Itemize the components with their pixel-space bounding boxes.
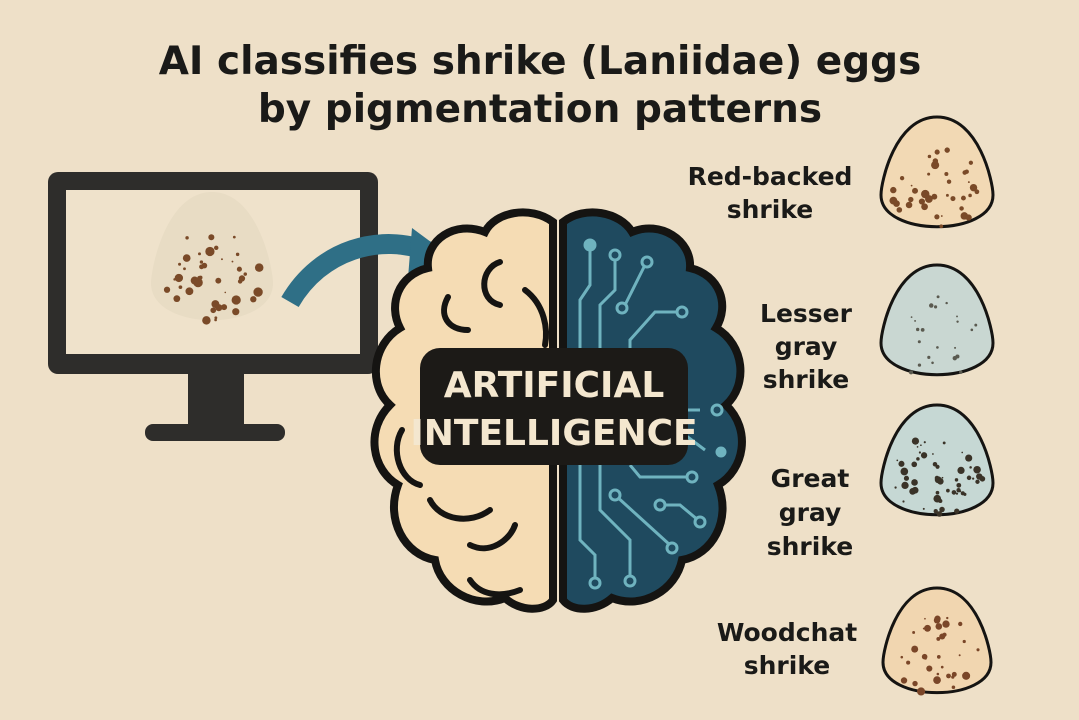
input-egg-icon: [151, 192, 273, 325]
species-label: shrike: [763, 365, 850, 394]
title-line-2: by pigmentation patterns: [258, 87, 822, 132]
species-label: Great: [771, 464, 850, 493]
ai-label-line-2: INTELLIGENCE: [410, 413, 697, 454]
species-egg-icon: [881, 586, 993, 696]
brain-icon: ARTIFICIAL INTELLIGENCE: [370, 208, 746, 613]
ai-label-line-1: ARTIFICIAL: [444, 365, 665, 406]
species-label: shrike: [767, 532, 854, 561]
species-egg-icon: [879, 403, 995, 517]
species-lesser-gray: Lesser gray shrike: [760, 299, 853, 394]
title-line-1: AI classifies shrike (Laniidae) eggs: [159, 39, 922, 84]
species-label: Woodchat: [717, 618, 857, 647]
species-label: shrike: [744, 651, 831, 680]
input-egg: [151, 192, 273, 325]
species-woodchat: Woodchat shrike: [717, 618, 857, 680]
species-label: gray: [779, 498, 842, 527]
species-egg-icon: [879, 263, 995, 377]
ai-label-box: [420, 348, 688, 465]
species-great-gray: Great gray shrike: [767, 464, 854, 561]
species-red-backed: Red-backed shrike: [688, 162, 853, 224]
species-label: Lesser: [760, 299, 853, 328]
species-label: shrike: [727, 195, 814, 224]
species-label: gray: [775, 332, 838, 361]
species-egg-icon: [879, 115, 995, 229]
species-label: Red-backed: [688, 162, 853, 191]
